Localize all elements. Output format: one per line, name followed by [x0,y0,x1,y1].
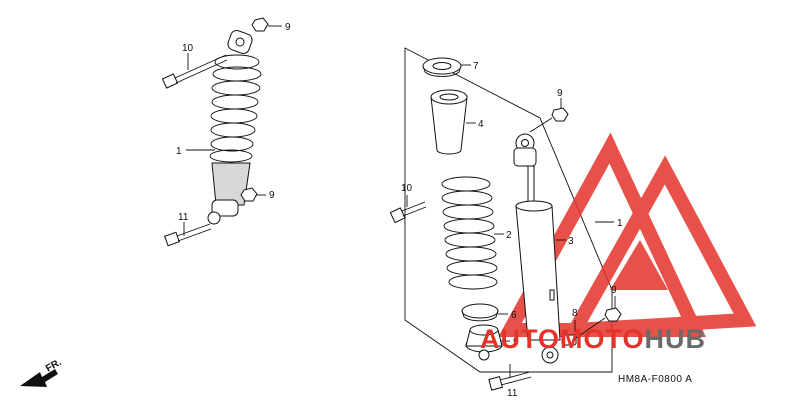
callout-spring-seat: 5 [513,337,519,348]
callout-left-top-nut: 9 [285,22,291,33]
right-top-nut [551,107,569,122]
part-bolt-11 [488,371,532,391]
part-lower-seat [461,303,499,322]
callout-damper: 3 [568,236,574,247]
part-spring [441,176,498,290]
left-lower-bolt [164,223,212,247]
watermark-text: AUTOMOTOHUB [480,324,706,354]
callout-bolt-11: 11 [507,388,518,399]
watermark-text-hub: HUB [645,324,707,354]
part-boot [430,89,468,155]
forward-direction-arrow [20,369,58,387]
callout-left-lower-bolt: 11 [178,212,189,223]
callout-assembly: 1 [617,218,623,229]
callout-boot: 4 [478,119,484,130]
callout-left-lower-nut: 9 [269,190,275,201]
part-spring-seat [465,324,503,361]
callout-left-shock: 1 [176,146,182,157]
direction-label: FR. [44,357,64,375]
watermark-text-moto: MOTO [560,324,645,354]
left-shock-assembly: 9 10 1 9 11 [161,17,291,247]
left-top-nut [251,17,269,32]
callout-bushing: 8 [572,308,578,319]
part-bolt-10 [389,201,427,224]
callout-left-top-bolt: 10 [182,43,194,54]
part-damper [513,133,561,364]
callout-lower-seat: 6 [511,310,517,321]
right-lower-nut [604,307,622,322]
callout-bolt-10: 10 [401,183,413,194]
left-lower-nut [240,187,258,202]
watermark-text-auto: AUTO [480,324,560,354]
callout-collar: 7 [473,61,479,72]
callout-right-top-nut: 9 [557,88,563,99]
left-top-bolt [161,54,228,89]
part-collar [422,57,462,77]
part-bushing [561,334,577,346]
watermark-logo [498,132,757,338]
callout-right-lower-nut: 9 [611,285,617,296]
exploded-view-frame [404,47,613,373]
callout-spring: 2 [506,230,512,241]
diagram-code: HM8A-F0800 A [618,374,692,385]
